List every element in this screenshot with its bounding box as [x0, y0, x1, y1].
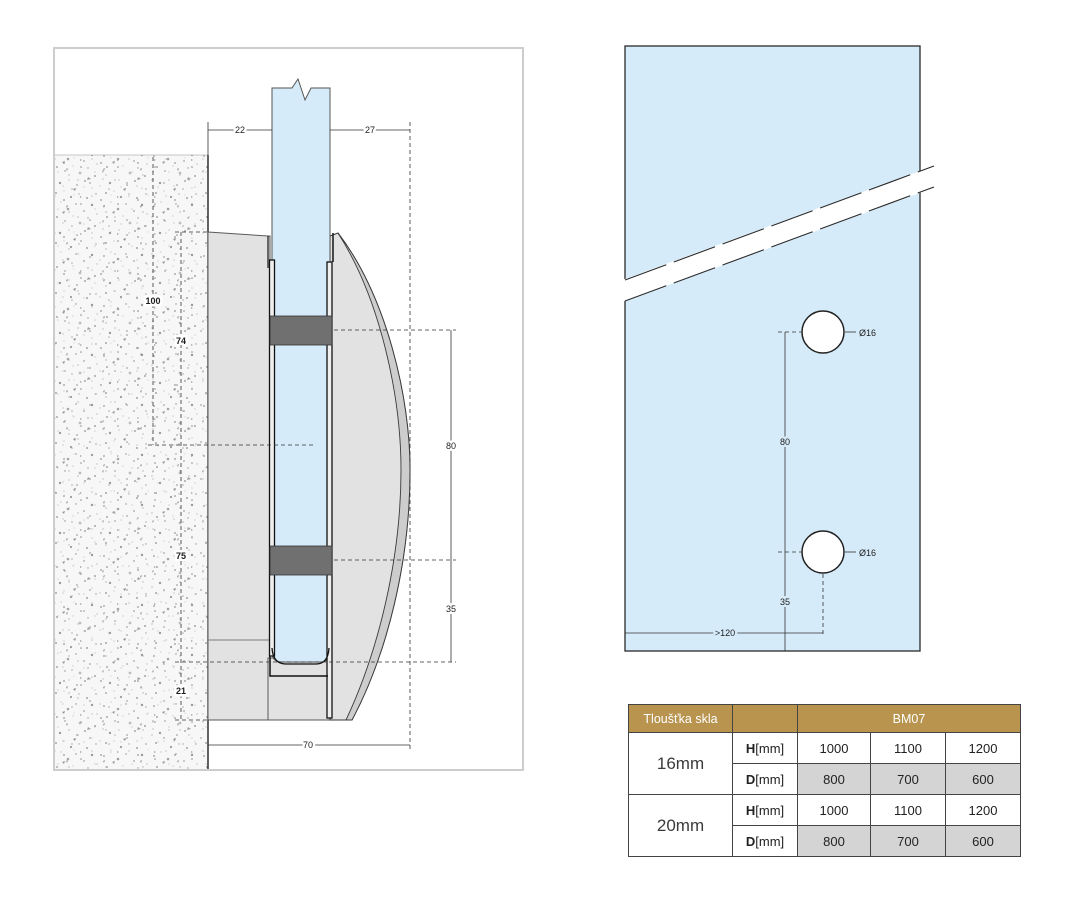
value-cell: 700 [870, 825, 946, 857]
glass-seat [271, 647, 330, 665]
value-cell: 600 [945, 825, 1021, 857]
value-cell: 800 [797, 763, 871, 795]
table-row: 20mm H[mm] 1000 1100 1200 [628, 794, 1021, 857]
value-cell: 700 [870, 763, 946, 795]
section-view: 22 27 100 74 75 21 80 35 70 [53, 47, 524, 771]
section-dimensions: 22 27 100 74 75 21 80 35 70 [143, 122, 459, 753]
rubber-gasket-upper [269, 315, 333, 346]
value-cell: 1000 [797, 732, 871, 764]
row-unit: [mm] [755, 771, 785, 787]
thickness-cell: 20mm [628, 794, 733, 857]
row-key-cell: D[mm] [732, 825, 798, 857]
value-cell: 1100 [870, 794, 946, 826]
value-cell: 1200 [945, 732, 1021, 764]
dim-27-label: 27 [365, 125, 375, 135]
value-cell: 1100 [870, 732, 946, 764]
hole-bottom [801, 530, 845, 574]
gasket-strip-left [268, 259, 276, 657]
hole-top [801, 310, 845, 354]
gasket-strip-right [326, 261, 333, 719]
dim-74-label: 74 [176, 336, 186, 346]
header-product: BM07 [797, 704, 1021, 733]
row-key: D [745, 833, 756, 849]
row-key-cell: H[mm] [732, 794, 798, 826]
dim-80-label: 80 [446, 441, 456, 451]
front-view: Ø16 Ø16 80 35 >120 [622, 45, 936, 652]
clamp-body [207, 231, 411, 721]
dim-21-label: 21 [176, 686, 186, 696]
row-unit: [mm] [755, 740, 785, 756]
hole-top-label: Ø16 [859, 328, 876, 338]
value-cell: 800 [797, 825, 871, 857]
header-thickness: Tloušťka skla [628, 704, 733, 733]
dim-70-label: 70 [303, 740, 313, 750]
row-key: H [745, 740, 756, 756]
dim-75-label: 75 [176, 551, 186, 561]
glass-panel-front [624, 45, 921, 652]
break-band [622, 165, 936, 302]
row-unit: [mm] [755, 802, 785, 818]
hole-spacing-label: 80 [780, 437, 790, 447]
clamp-front-crescent [337, 232, 411, 721]
hole-bottom-distance-label: 35 [780, 597, 790, 607]
table-header-row: Tloušťka skla BM07 [628, 704, 1021, 733]
gasket-strips [268, 259, 333, 719]
break-line-upper [624, 165, 935, 281]
rubber-gasket-lower [269, 545, 333, 576]
row-unit: [mm] [755, 833, 785, 849]
value-cell: 1000 [797, 794, 871, 826]
table-row: 16mm H[mm] 1000 1100 1200 [628, 732, 1021, 795]
concrete-speckle-b [55, 155, 208, 769]
thickness-cell: 16mm [628, 732, 733, 795]
spec-table: Tloušťka skla BM07 16mm H[mm] 1000 1100 … [628, 704, 1021, 857]
dim-22-label: 22 [235, 125, 245, 135]
row-key-cell: H[mm] [732, 732, 798, 764]
table-row: D[mm] 800 700 600 [629, 825, 1021, 857]
break-line-lower [624, 186, 935, 302]
edge-distance-label: >120 [715, 628, 735, 638]
value-cell: 600 [945, 763, 1021, 795]
clamp-back-plate [207, 231, 271, 721]
dim-100-label: 100 [145, 296, 160, 306]
hole-bottom-label: Ø16 [859, 548, 876, 558]
header-blank [732, 704, 798, 733]
table-row: D[mm] 800 700 600 [629, 763, 1021, 795]
row-key: H [745, 802, 756, 818]
value-cell: 1200 [945, 794, 1021, 826]
row-key-cell: D[mm] [732, 763, 798, 795]
channel-floor [269, 656, 328, 677]
concrete-wall [55, 154, 209, 769]
dim-35-label: 35 [446, 604, 456, 614]
row-key: D [745, 771, 756, 787]
clamp-bottom-flange [267, 657, 335, 721]
